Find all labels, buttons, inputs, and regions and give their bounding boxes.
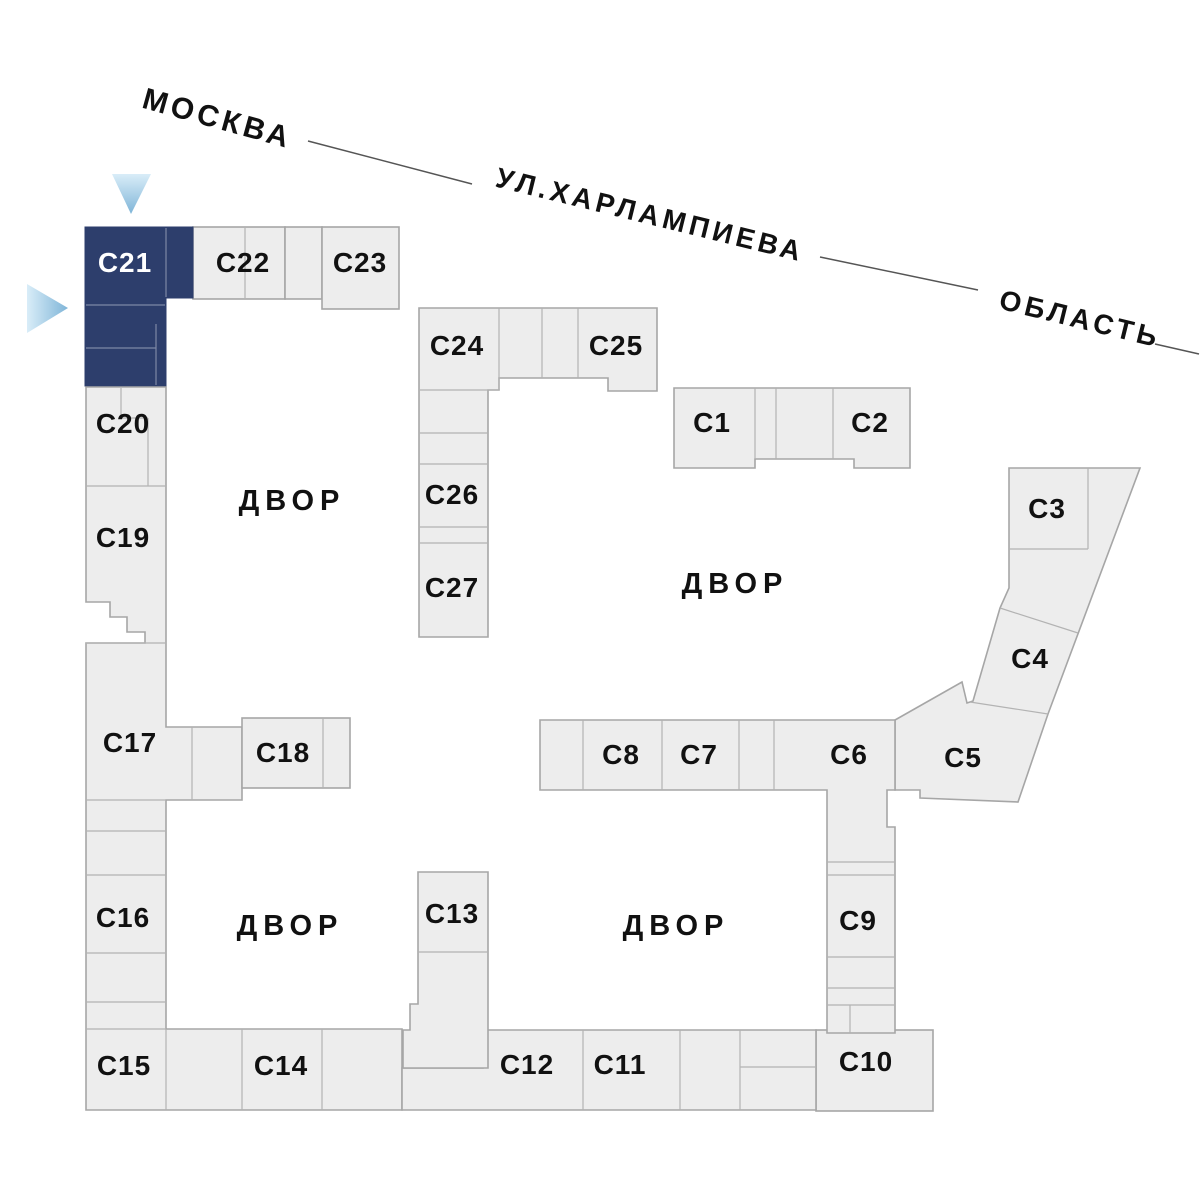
building-label-c23: С23 <box>333 247 387 278</box>
building-label-c19: С19 <box>96 522 150 553</box>
courtyard-label: ДВОР <box>623 910 730 942</box>
building-label-c10: С10 <box>839 1046 893 1077</box>
building-label-c26: С26 <box>425 479 479 510</box>
building-label-c8: С8 <box>602 739 640 770</box>
section-divider <box>999 607 1079 634</box>
building-label-c15: С15 <box>97 1050 151 1081</box>
building-label-c22: С22 <box>216 247 270 278</box>
entrance-arrow-top-icon <box>112 174 151 214</box>
building-label-c9: С9 <box>839 905 877 936</box>
street-line <box>307 140 473 185</box>
building-group-c13[interactable] <box>402 871 489 1069</box>
section-divider <box>969 701 1049 715</box>
building-labels: С21 С22 С23 С24 С25 С26 С27 С1 С2 С3 С4 … <box>96 247 1066 1081</box>
building-section[interactable] <box>284 226 323 300</box>
building-label-c25: С25 <box>589 330 643 361</box>
building-c23[interactable] <box>321 226 400 310</box>
building-label-c16: С16 <box>96 902 150 933</box>
building-group-c6-c9[interactable] <box>539 719 896 1034</box>
courtyard-label: ДВОР <box>237 910 344 942</box>
courtyard-labels: ДВОР ДВОР ДВОР ДВОР <box>237 485 789 942</box>
building-c3-c5[interactable] <box>894 467 1142 803</box>
street-label-moscow: МОСКВА <box>139 82 296 155</box>
building-label-c7: С7 <box>680 739 718 770</box>
building-group-c11-c12[interactable] <box>401 1029 817 1111</box>
building-c18[interactable] <box>241 717 351 789</box>
street-label-kharlampieva: УЛ.ХАРЛАМПИЕВА <box>493 162 808 268</box>
building-label-c4: С4 <box>1011 643 1049 674</box>
building-label-c27: С27 <box>425 572 479 603</box>
building-group-c24-c27[interactable] <box>418 307 658 638</box>
building-label-c2: С2 <box>851 407 889 438</box>
street-line <box>1154 343 1200 355</box>
building-label-c12: С12 <box>500 1049 554 1080</box>
building-label-c17: С17 <box>103 727 157 758</box>
building-label-c3: С3 <box>1028 493 1066 524</box>
street-label-oblast: ОБЛАСТЬ <box>996 284 1164 353</box>
building-c1-c2[interactable] <box>673 387 911 469</box>
building-c22[interactable] <box>192 226 286 300</box>
building-label-c14: С14 <box>254 1050 308 1081</box>
building-c6-c9[interactable] <box>539 719 896 1034</box>
street-line <box>819 256 979 291</box>
building-group-c3-c5[interactable] <box>894 467 1142 803</box>
building-label-c24: С24 <box>430 330 484 361</box>
building-label-c11: С11 <box>594 1049 647 1080</box>
building-label-c6: С6 <box>830 739 868 770</box>
courtyard-label: ДВОР <box>239 485 346 517</box>
courtyard-label: ДВОР <box>682 568 789 600</box>
building-group-c18[interactable] <box>241 717 351 789</box>
building-label-c1: С1 <box>693 407 731 438</box>
entrance-arrow-left-icon <box>27 284 68 333</box>
building-label-c20: С20 <box>96 408 150 439</box>
building-label-c21: С21 <box>98 247 152 278</box>
building-c13[interactable] <box>402 871 489 1069</box>
building-group-c21[interactable] <box>84 226 194 387</box>
building-group-c22[interactable] <box>192 226 400 310</box>
street: МОСКВА УЛ.ХАРЛАМПИЕВА ОБЛАСТЬ <box>139 82 1200 355</box>
building-label-c13: С13 <box>425 898 479 929</box>
building-group-c1-c2[interactable] <box>673 387 911 469</box>
building-c10[interactable] <box>815 1029 934 1112</box>
building-label-c5: С5 <box>944 742 982 773</box>
building-label-c18: С18 <box>256 737 310 768</box>
